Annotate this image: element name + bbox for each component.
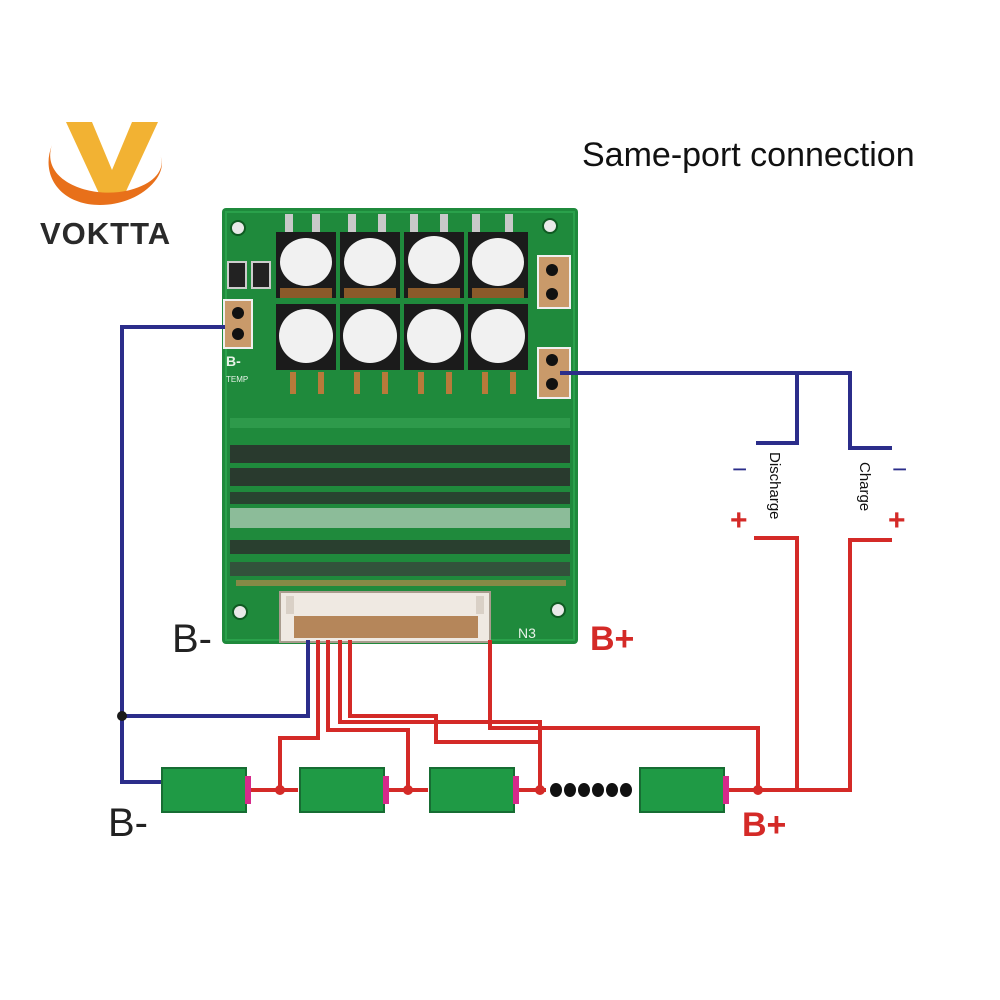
charge-plus-sign: +: [888, 504, 906, 537]
mounting-hole: [232, 604, 248, 620]
mounting-hole: [230, 220, 246, 236]
positive-wiring: [248, 536, 892, 792]
charge-label: Charge: [856, 462, 873, 511]
junction-dot: [117, 711, 127, 721]
red-junctions: [275, 785, 763, 795]
discharge-label: Discharge: [766, 452, 783, 520]
mosfet-legs: [290, 372, 516, 394]
discharge-plus-sign: +: [730, 504, 748, 537]
b-plus-bottom-label: B+: [742, 806, 786, 844]
connector-label: N3: [518, 625, 536, 641]
page-title: Same-port connection: [582, 136, 915, 174]
pad-b-minus: [223, 299, 253, 349]
battery-cell: [299, 767, 389, 813]
voktta-logo: VOKTTA: [40, 122, 171, 251]
mosfet-row-top: [276, 232, 528, 298]
battery-cell: [161, 767, 251, 813]
b-minus-bottom-label: B-: [108, 801, 148, 845]
battery-cells: [161, 767, 729, 813]
shunt-resistor: [227, 261, 247, 289]
logo-v-icon: [66, 122, 158, 200]
board-temp-label: TEMP: [226, 375, 248, 384]
b-minus-board-label: B-: [172, 617, 212, 661]
mounting-hole: [542, 218, 558, 234]
battery-cell: [429, 767, 519, 813]
logo-swoosh-icon: [48, 145, 162, 205]
discharge-minus-sign: −: [732, 454, 747, 484]
mounting-hole: [550, 602, 566, 618]
b-plus-board-label: B+: [590, 620, 634, 658]
balance-connector: [279, 591, 491, 643]
battery-cell: [639, 767, 729, 813]
smd-components: [230, 418, 570, 586]
ellipsis-dots: [550, 783, 632, 797]
negative-wiring: [120, 325, 892, 784]
shunt-resistor: [251, 261, 271, 289]
pad-p-top: [537, 255, 571, 309]
brand-name: VOKTTA: [40, 216, 171, 251]
charge-minus-sign: −: [892, 454, 907, 484]
mosfet-row-bottom: [276, 304, 528, 370]
mosfet-tabs-top: [285, 214, 513, 232]
board-b-label: B-: [226, 353, 241, 369]
bms-board: B- TEMP C-: [222, 208, 578, 644]
